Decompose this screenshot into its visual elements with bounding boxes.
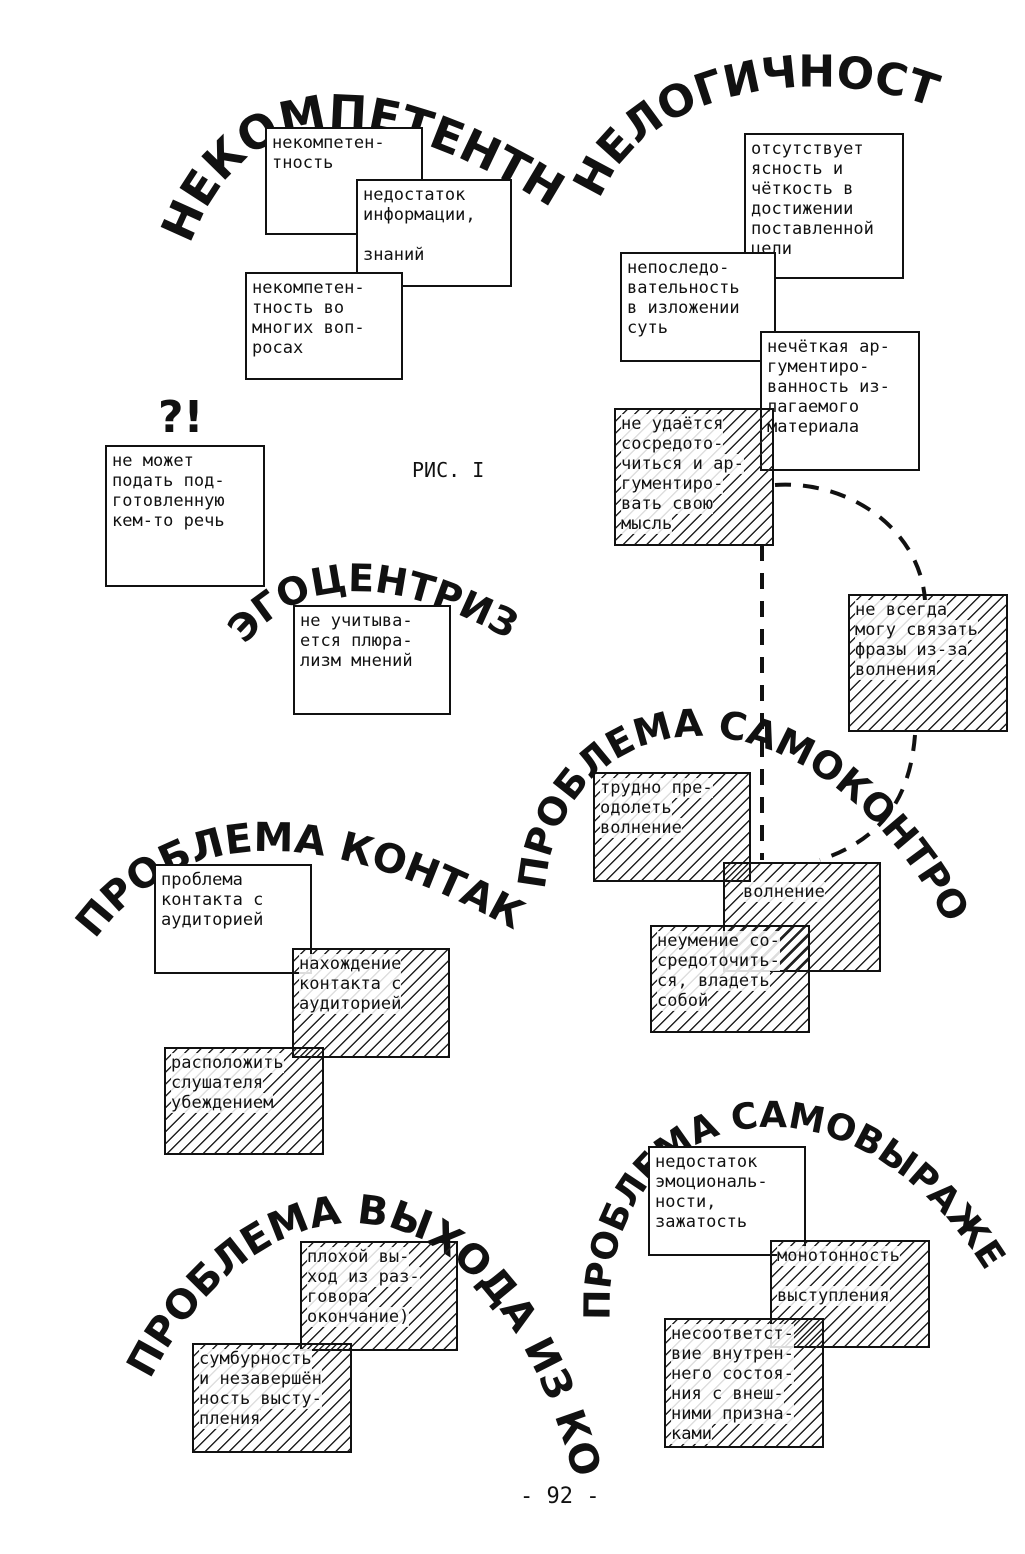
figure-label: РИС. I <box>412 458 485 482</box>
box-raspolozhit-slushatelya: расположить слушателя убеждением <box>164 1047 324 1155</box>
box-plohoy-vyhod: плохой вы- ход из раз- говора окончание) <box>300 1241 458 1351</box>
box-otsutstvuet-yasnost: отсутствует ясность и чёткость в достиже… <box>744 133 904 279</box>
box-ne-uchityvaetsya-plyuralizm: не учитыва- ется плюра- лизм мнений <box>293 605 451 715</box>
dashed-connector-curve-top <box>774 482 927 601</box>
box-neumenie-sosredotochitsya: неумение со- средоточить- ся, владеть со… <box>650 925 810 1033</box>
page-number: - 92 - <box>520 1484 600 1509</box>
box-nechetkaya-argumentirovannost: нечёткая ар- гументиро- ванность из- лаг… <box>760 331 920 471</box>
dashed-connector-curve-bottom <box>819 734 917 862</box>
box-neposledovatelnost: непоследо- вательность в изложении суть <box>620 252 776 362</box>
box-monotonnost-vystupleniya: монотонность выступления <box>770 1240 930 1348</box>
box-ne-vsegda-mogu-svyazat: не всегда могу связать фразы из-за волне… <box>848 594 1008 732</box>
box-nekompetentnost-vo-mnogih: некомпетен- тность во многих воп- росах <box>245 272 403 380</box>
box-ne-udaetsya-sosredotochitsya: не удаётся сосредото- читься и ар- гумен… <box>614 408 774 546</box>
box-problema-kontakta: проблема контакта с аудиторией <box>154 864 312 974</box>
box-nedostatok-emocionalnosti: недостаток эмоциональ- ности, зажатость <box>648 1146 806 1256</box>
box-nedostatok-informacii: недостаток информации, знаний <box>356 179 512 287</box>
box-nahozhdenie-kontakta: нахождение контакта с аудиторией <box>292 948 450 1058</box>
box-ne-mozhet-podat: не может подать под- готовленную кем-то … <box>105 445 265 587</box>
question-mark: ?! <box>158 392 204 443</box>
box-nesootvetstvie: несоответст- вие внутрен- него состоя- н… <box>664 1318 824 1448</box>
box-sumburnost: сумбурность и незавершён ность высту- пл… <box>192 1343 352 1453</box>
